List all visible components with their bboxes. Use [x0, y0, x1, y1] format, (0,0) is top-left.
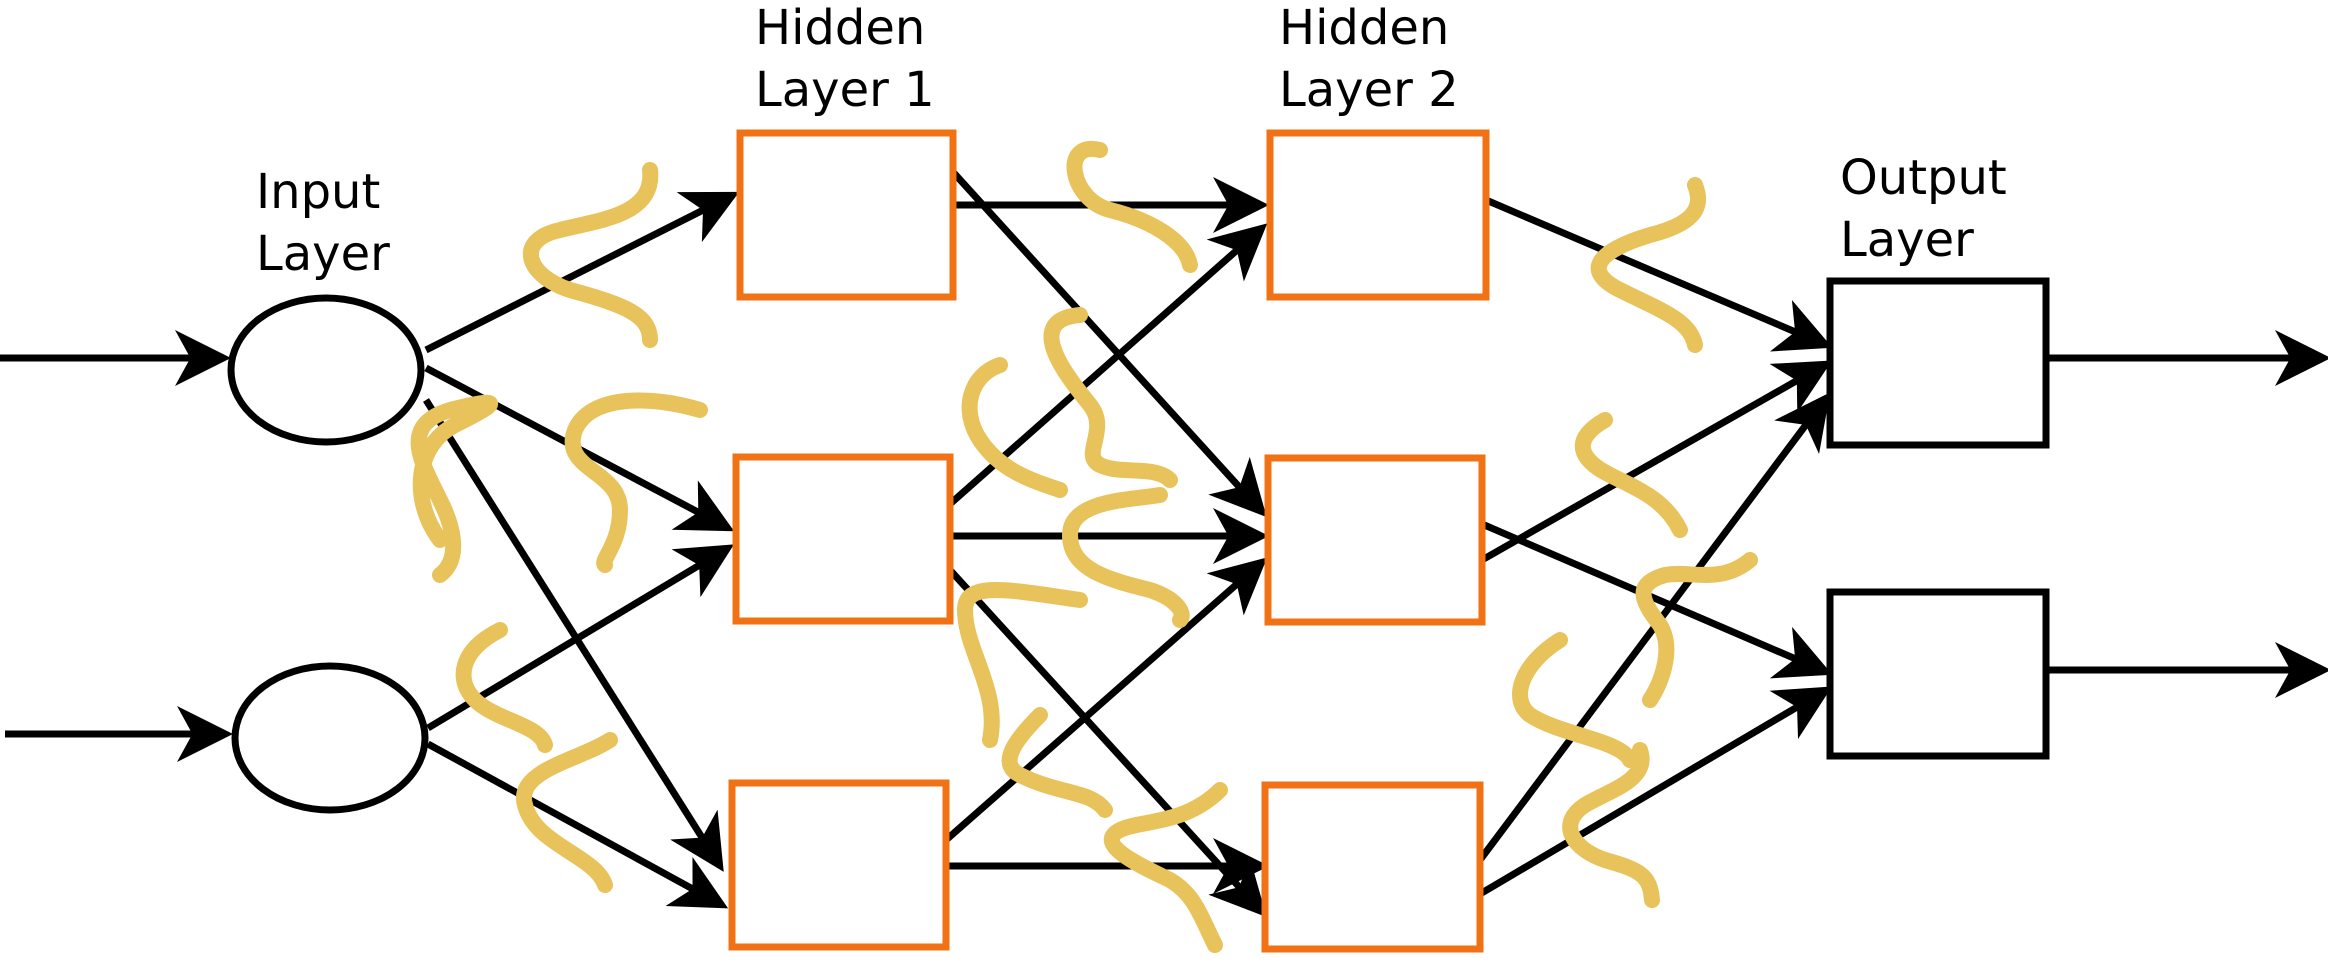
- input-layer-label: Input Layer: [256, 164, 396, 282]
- squiggle-5: [516, 732, 618, 893]
- squiggle-17: [1562, 742, 1660, 908]
- squiggle-15: [1635, 552, 1758, 708]
- noise-squiggles: [410, 140, 1758, 953]
- edge-h2c-o1: [1477, 392, 1831, 863]
- squiggle-13: [1590, 177, 1706, 353]
- hidden-layer-1-label: Hidden Layer 1: [755, 0, 941, 118]
- squiggle-6: [1066, 140, 1198, 273]
- input-layer-label-line1: Input: [256, 164, 380, 220]
- squiggle-2: [410, 394, 498, 583]
- hidden1-node-3: [728, 779, 950, 951]
- hidden-layer-1-nodes: [728, 129, 957, 951]
- hidden-layer-2-nodes: [1261, 129, 1490, 953]
- squiggle-3: [564, 392, 708, 573]
- hidden-layer-2-label: Hidden Layer 2: [1279, 0, 1465, 118]
- edge-h1b-h2c: [947, 567, 1267, 918]
- squiggle-11: [1001, 707, 1113, 818]
- hidden-layer-1-label-line2: Layer 1: [755, 62, 935, 118]
- edge-h1c-h2b: [943, 557, 1268, 843]
- input-node-1: [227, 294, 425, 446]
- input-node-2: [231, 662, 429, 814]
- input-layer-nodes: [227, 294, 429, 814]
- edge-h2a-o1: [1484, 196, 1833, 352]
- edge-in1-h1c: [423, 398, 724, 872]
- squiggle-14: [1575, 412, 1688, 538]
- squiggle-4: [455, 622, 553, 753]
- squiggle-10: [957, 582, 1088, 748]
- squiggle-9: [1062, 487, 1190, 628]
- output-layer-label: Output Layer: [1840, 150, 2022, 268]
- edge-h2b-o2: [1480, 520, 1833, 679]
- input-layer-label-line2: Layer: [256, 226, 390, 282]
- hidden1-node-1: [736, 129, 957, 301]
- edge-in2-h1c: [426, 740, 729, 909]
- hidden2-node-1: [1266, 129, 1490, 301]
- squiggle-16: [1512, 632, 1638, 768]
- hidden2-node-3: [1261, 781, 1484, 953]
- hidden2-node-2: [1264, 454, 1486, 626]
- edge-h2b-o1: [1480, 360, 1833, 564]
- hidden1-node-2: [732, 453, 954, 625]
- output-node-2: [1826, 588, 2050, 760]
- squiggle-7: [1043, 307, 1178, 488]
- hidden-layer-2-label-line2: Layer 2: [1279, 62, 1459, 118]
- output-layer-label-line2: Layer: [1840, 212, 1974, 268]
- output-layer-nodes: [1826, 277, 2050, 760]
- output-layer-label-line1: Output: [1840, 150, 2007, 206]
- hidden-layer-2-label-line1: Hidden: [1279, 0, 1449, 56]
- edge-h2c-o2: [1478, 686, 1833, 898]
- edge-in1-h1a: [424, 191, 740, 354]
- edge-h1a-h2b: [950, 169, 1267, 518]
- hidden-layer-1-label-line1: Hidden: [755, 0, 925, 56]
- squiggle-12: [1103, 782, 1228, 953]
- squiggle-1: [522, 162, 659, 348]
- output-node-1: [1826, 277, 2050, 449]
- squiggle-8: [961, 357, 1068, 498]
